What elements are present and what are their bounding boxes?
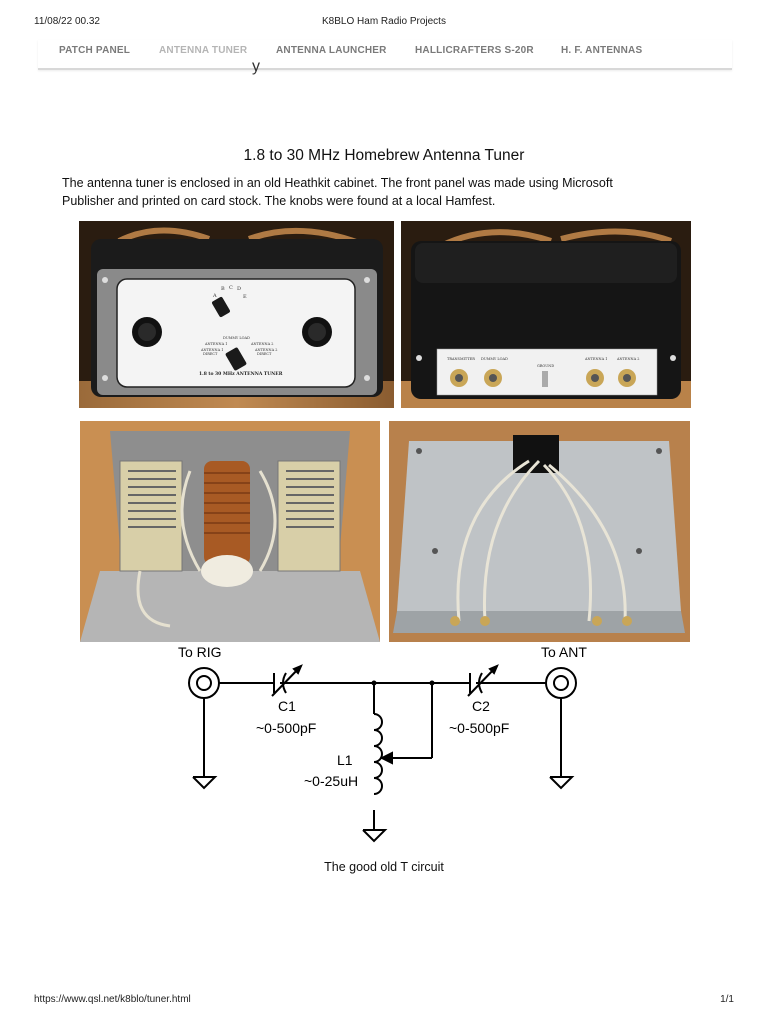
- schematic-caption: The good old T circuit: [324, 860, 444, 874]
- schematic-label-c1: C1: [278, 698, 296, 714]
- schematic-label-to-rig: To RIG: [178, 644, 222, 660]
- page-title: 1.8 to 30 MHz Homebrew Antenna Tuner: [243, 147, 525, 164]
- intro-paragraph: The antenna tuner is enclosed in an old …: [62, 176, 613, 208]
- schematic-label-c2: C2: [472, 698, 490, 714]
- schematic-label-to-ant: To ANT: [541, 644, 587, 660]
- front-label-dummy-load: DUMMY LOAD: [223, 336, 250, 340]
- front-sublabel-direct-1: DIRECT: [203, 352, 218, 356]
- nav-item-antenna-tuner[interactable]: ANTENNA TUNER: [159, 45, 248, 56]
- switch-letter-b: B: [221, 286, 225, 292]
- chassis-bottom-photo: [389, 421, 690, 642]
- schematic-value-l1: ~0-25uH: [304, 773, 358, 789]
- print-url: https://www.qsl.net/k8blo/tuner.html: [34, 994, 191, 1005]
- switch-letter-d: D: [237, 286, 241, 292]
- print-datetime: 11/08/22 00.32: [34, 16, 100, 27]
- front-label-antenna2: ANTENNA 2: [250, 342, 273, 346]
- clipped-text-fragment: y: [252, 58, 260, 75]
- schematic-label-l1: L1: [337, 752, 353, 768]
- internal-components-photo: [80, 421, 380, 642]
- switch-letter-c: C: [229, 285, 233, 291]
- front-panel-photo: B C D A E DUMMY LOAD ANTENNA 1 ANTENNA 2…: [79, 221, 394, 408]
- nav-item-hallicrafters[interactable]: HALLICRAFTERS S-20R: [415, 45, 534, 56]
- rear-label-transmitter: TRANSMITTER: [447, 357, 475, 361]
- rear-label-antenna1: ANTENNA 1: [584, 357, 607, 361]
- front-label-antenna1b: ANTENNA 1: [200, 348, 223, 352]
- print-page-number: 1/1: [720, 994, 734, 1005]
- nav-item-antenna-launcher[interactable]: ANTENNA LAUNCHER: [276, 45, 387, 56]
- front-panel-footer: 1.8 to 30 MHz ANTENNA TUNER: [199, 371, 283, 377]
- switch-letter-e: E: [243, 294, 247, 300]
- t-network-schematic: To RIG To ANT C1 ~0-500pF C2 ~0-500pF L1…: [160, 640, 600, 855]
- nav-item-hf-antennas[interactable]: H. F. ANTENNAS: [561, 45, 643, 56]
- front-label-antenna2b: ANTENNA 2: [254, 348, 277, 352]
- print-title: K8BLO Ham Radio Projects: [322, 16, 446, 27]
- rear-label-antenna2: ANTENNA 2: [616, 357, 639, 361]
- front-sublabel-direct-2: DIRECT: [257, 352, 272, 356]
- schematic-value-c1: ~0-500pF: [256, 720, 316, 736]
- nav-item-patch-panel[interactable]: PATCH PANEL: [59, 45, 131, 56]
- site-nav: PATCH PANEL ANTENNA TUNER ANTENNA LAUNCH…: [38, 40, 732, 70]
- schematic-value-c2: ~0-500pF: [449, 720, 509, 736]
- front-label-antenna1: ANTENNA 1: [204, 342, 227, 346]
- rear-label-dummy-load: DUMMY LOAD: [481, 357, 508, 361]
- rear-panel-photo: TRANSMITTER DUMMY LOAD GROUND ANTENNA 1 …: [401, 221, 691, 408]
- switch-letter-a: A: [212, 293, 217, 299]
- rear-label-ground: GROUND: [537, 364, 554, 368]
